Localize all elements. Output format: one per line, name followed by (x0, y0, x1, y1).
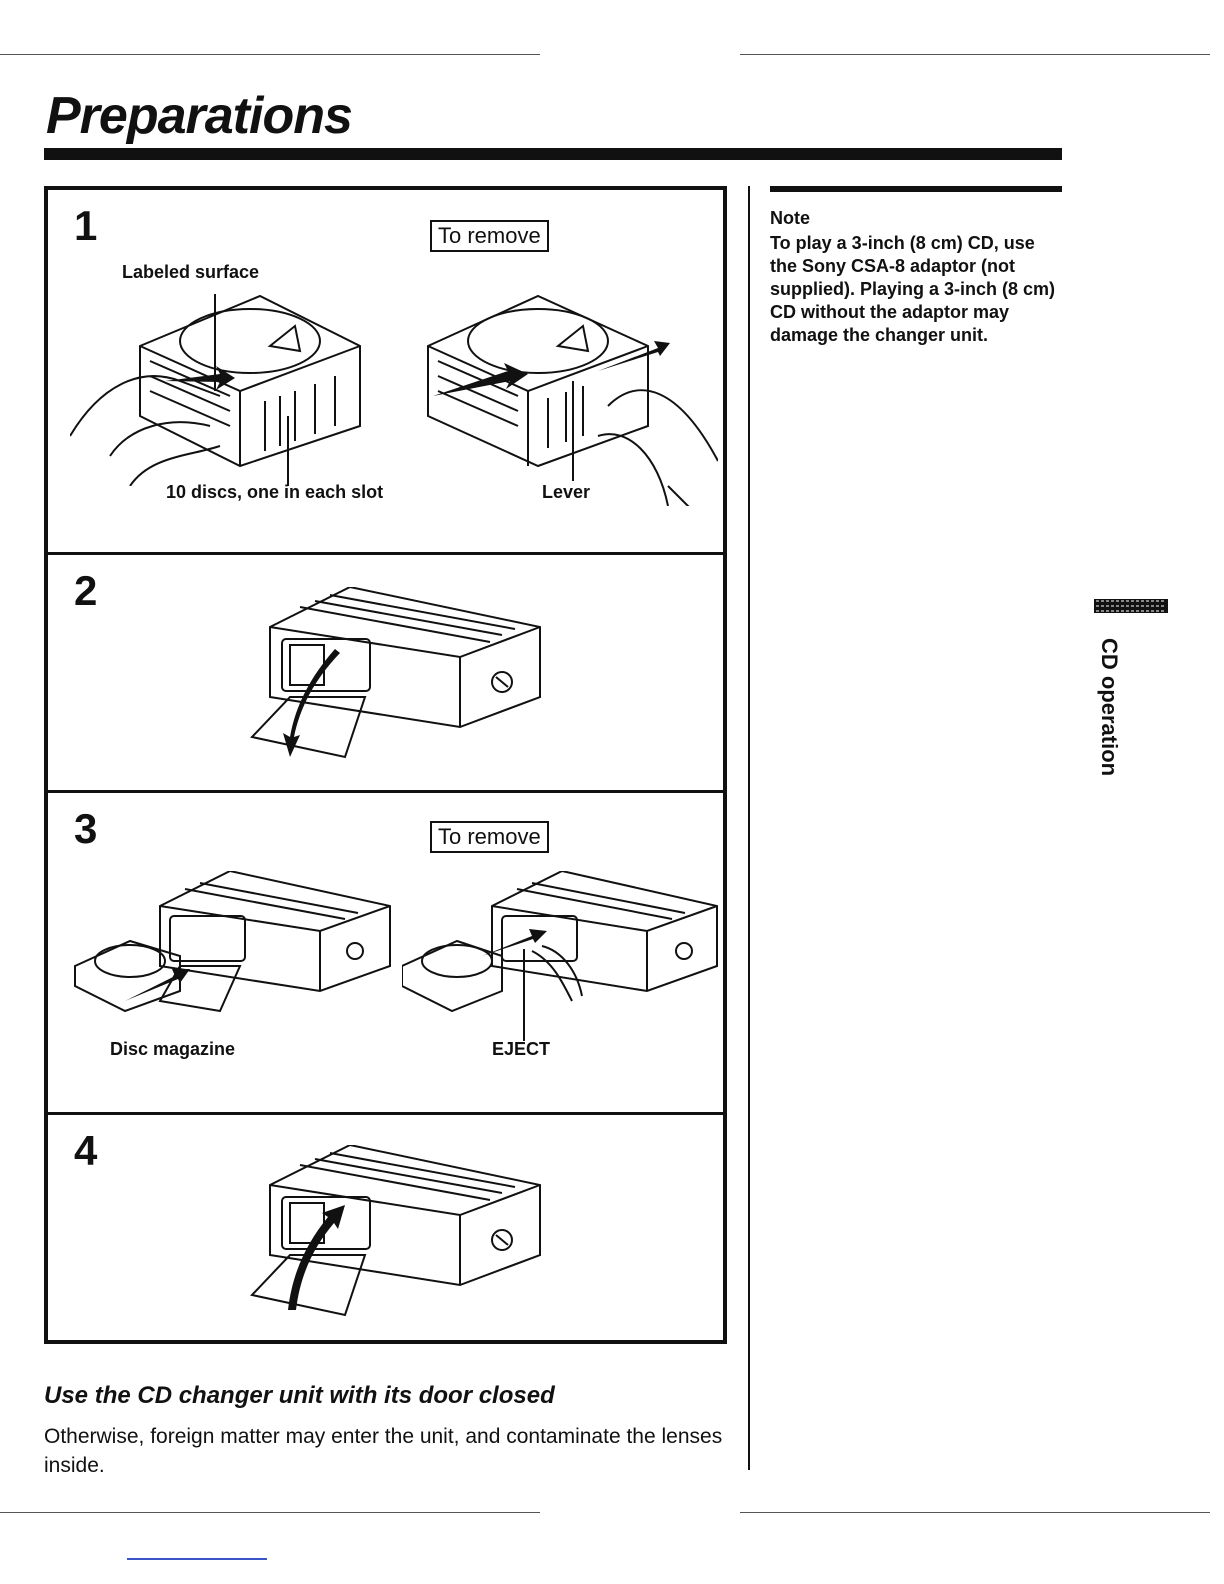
title-bar (44, 148, 1062, 160)
top-rule-left (0, 54, 540, 55)
caution-heading: Use the CD changer unit with its door cl… (44, 1382, 555, 1409)
step-3-panel: 3 To remove Disc magazine EJECT (48, 790, 723, 1112)
magazine-eject-illustration (402, 871, 718, 1041)
steps-frame: 1 To remove Labeled surface 10 discs, on… (44, 186, 727, 1344)
step-3-to-remove-tag: To remove (430, 821, 549, 853)
footer-underline (127, 1558, 267, 1560)
label-eject: EJECT (492, 1039, 551, 1059)
column-divider (748, 186, 750, 1470)
label-lever: Lever (542, 482, 591, 502)
section-tab-mark (1094, 599, 1168, 613)
note-title: Note (770, 208, 810, 228)
step-2-number: 2 (74, 567, 98, 614)
bottom-rule-right (740, 1512, 1210, 1513)
step-4-number: 4 (74, 1127, 98, 1174)
changer-door-close-illustration (250, 1145, 541, 1317)
changer-door-open-illustration (250, 587, 541, 759)
step-2-panel: 2 (48, 552, 723, 790)
step-1-to-remove-tag: To remove (430, 220, 549, 252)
magazine-insert-illustration (74, 871, 391, 1013)
note-bar (770, 186, 1062, 192)
top-rule-right (740, 54, 1210, 55)
bottom-rule-left (0, 1512, 540, 1513)
magazine-insert-discs-illustration (70, 294, 361, 486)
page-title: Preparations (46, 87, 353, 145)
magazine-remove-discs-illustration (427, 294, 718, 506)
step-1-number: 1 (74, 202, 98, 249)
label-ten-discs: 10 discs, one in each slot (166, 482, 384, 502)
label-labeled-surface: Labeled surface (122, 262, 260, 282)
caution-text: Otherwise, foreign matter may enter the … (44, 1425, 723, 1477)
step-1-panel: 1 To remove Labeled surface 10 discs, on… (48, 190, 723, 552)
step-4-panel: 4 (48, 1112, 723, 1344)
label-disc-magazine: Disc magazine (110, 1039, 236, 1059)
note-text: To play a 3-inch (8 cm) CD, use the Sony… (770, 233, 1056, 345)
section-tab-label: CD operation (1097, 638, 1122, 777)
step-3-number: 3 (74, 805, 98, 852)
